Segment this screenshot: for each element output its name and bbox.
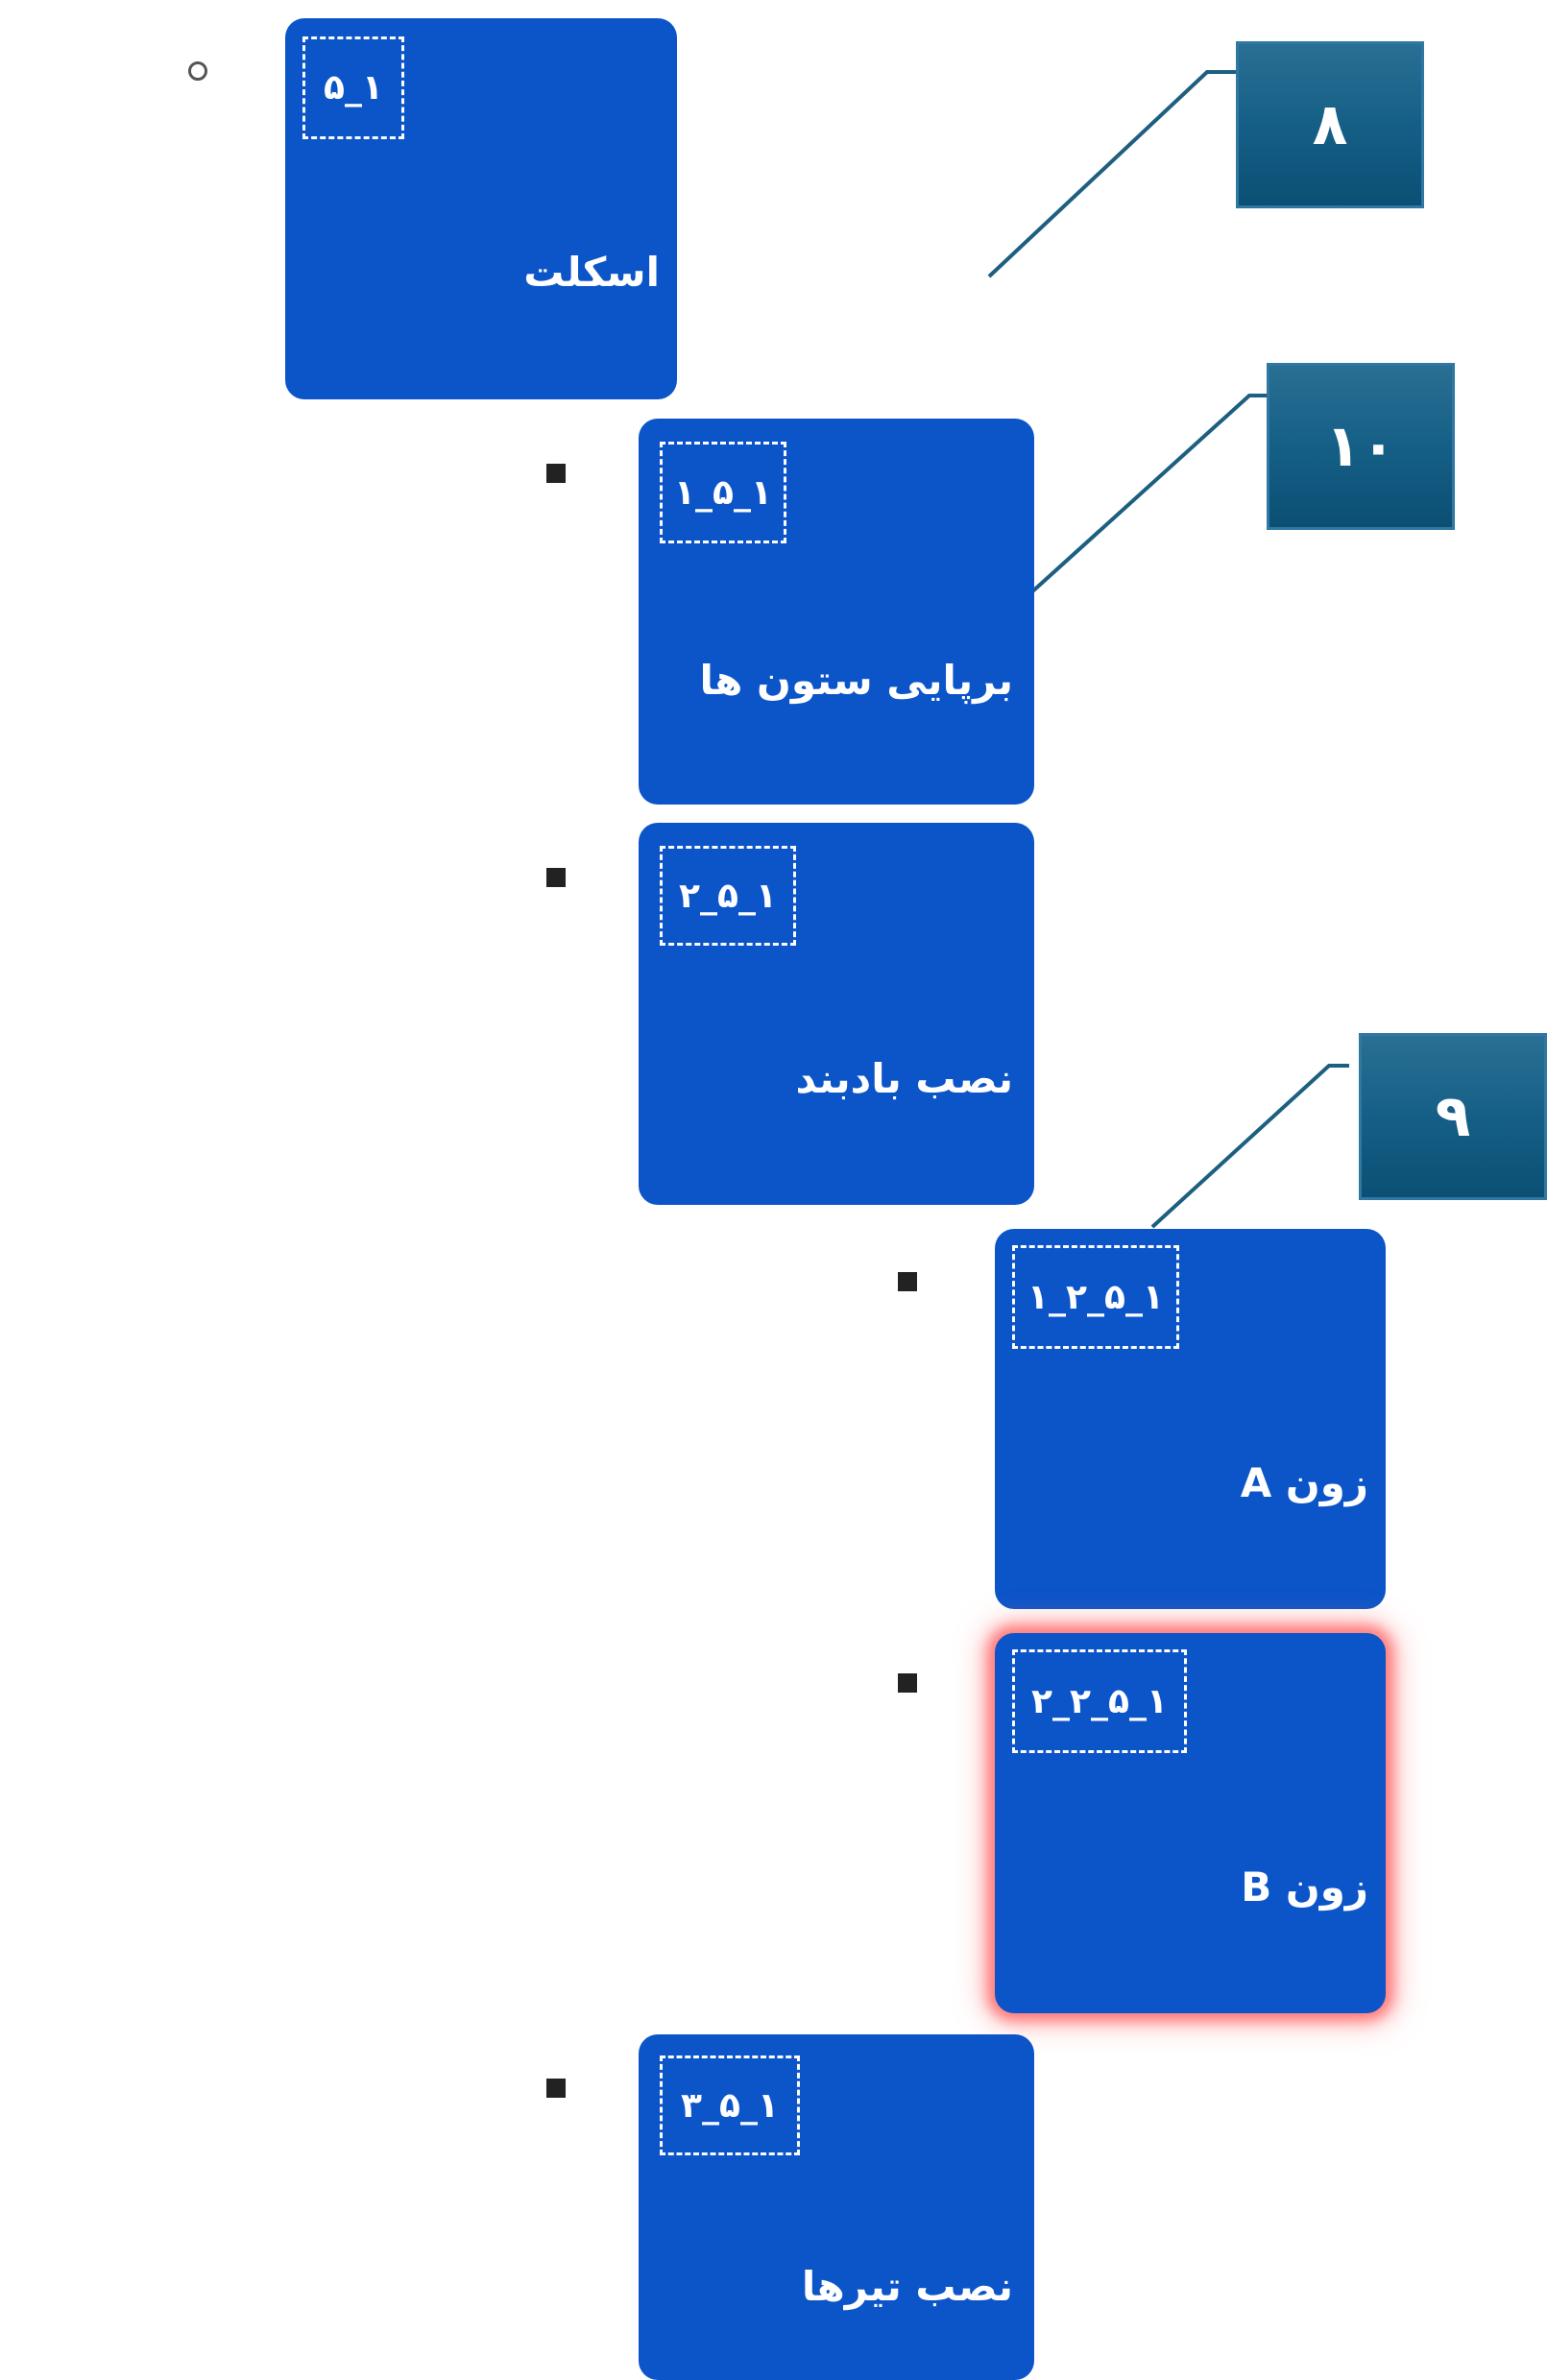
wbs-node-zone-b[interactable]: ۱_۵_۲_۲ زون B	[995, 1633, 1386, 2013]
wbs-node-label: زون A	[1240, 1459, 1368, 1506]
wbs-node-bracing[interactable]: ۱_۵_۲ نصب بادبند	[639, 823, 1034, 1205]
callout-number-8: ۸	[1236, 41, 1424, 208]
callout-number-10: ۱۰	[1267, 363, 1455, 530]
wbs-code-box: ۱_۵_۳	[660, 2055, 800, 2155]
callout-number-9: ۹	[1359, 1033, 1547, 1200]
tree-bullet	[546, 464, 566, 483]
wbs-node-label: نصب تیرها	[801, 2263, 1013, 2310]
tree-bullet	[898, 1272, 917, 1291]
wbs-node-skeleton[interactable]: ۱_۵ اسکلت	[285, 18, 677, 399]
wbs-code-box: ۱_۵_۱	[660, 442, 786, 543]
wbs-code-box: ۱_۵_۲	[660, 846, 796, 946]
wbs-code-box: ۱_۵_۲_۱	[1012, 1245, 1179, 1349]
wbs-node-label: اسکلت	[523, 249, 660, 296]
wbs-code-box: ۱_۵_۲_۲	[1012, 1649, 1187, 1753]
wbs-node-zone-a[interactable]: ۱_۵_۲_۱ زون A	[995, 1229, 1386, 1609]
wbs-code-box: ۱_۵	[302, 36, 404, 139]
leader-line-9	[1150, 1064, 1349, 1229]
leader-line-8	[987, 70, 1236, 278]
tree-bullet-root	[188, 61, 207, 81]
tree-bullet	[898, 1673, 917, 1693]
wbs-node-label: نصب بادبند	[795, 1055, 1013, 1102]
tree-bullet	[546, 868, 566, 887]
wbs-node-label: برپایی ستون ها	[699, 657, 1013, 704]
wbs-node-label: زون B	[1241, 1863, 1368, 1911]
wbs-node-columns[interactable]: ۱_۵_۱ برپایی ستون ها	[639, 419, 1034, 805]
wbs-node-beams[interactable]: ۱_۵_۳ نصب تیرها	[639, 2034, 1034, 2380]
tree-bullet	[546, 2079, 566, 2098]
